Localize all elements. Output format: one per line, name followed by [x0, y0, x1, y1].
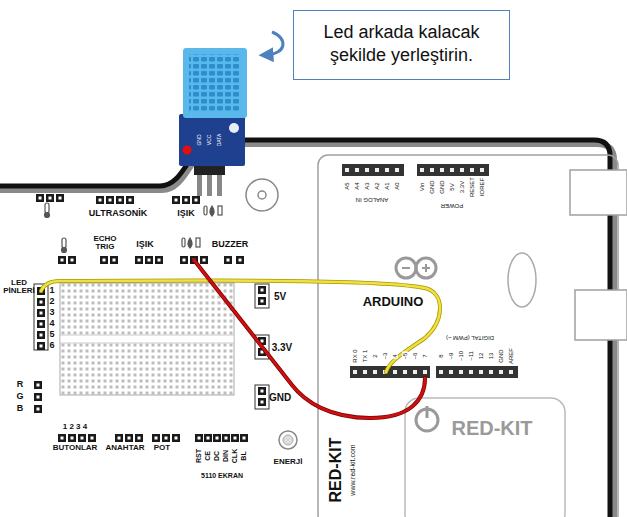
pin-label: 2	[372, 353, 378, 358]
power-label: 5V	[274, 292, 286, 303]
kit-board-parts	[34, 179, 297, 449]
yellow-wire	[41, 281, 440, 372]
callout-text: Led arkada kalacak şekilde yerleştirin.	[302, 21, 501, 68]
pin-label: DIN	[222, 450, 229, 462]
pin-label: IOREF	[479, 178, 485, 196]
pin-label: GND	[498, 348, 504, 363]
pin-label: G	[16, 392, 23, 401]
power-label: 3.3V	[272, 343, 293, 354]
pin-number: 6	[49, 341, 54, 350]
pin-label: BL	[240, 451, 247, 460]
pin-label: A1	[384, 182, 390, 189]
pin-label: DC	[213, 451, 220, 461]
connector-label: POT	[154, 444, 170, 452]
pin-label: 4	[392, 353, 398, 358]
pin-label: CE	[204, 451, 211, 461]
pin-label: CLK	[231, 449, 238, 463]
pin-label: RESET	[469, 177, 475, 197]
connector-label: ANAHTAR	[106, 444, 145, 452]
pin-label: GND	[439, 180, 445, 193]
connector-label: ULTRASONİK	[89, 209, 147, 218]
pin-number: 4	[49, 319, 54, 328]
led-label: ENERJİ	[274, 458, 303, 466]
pin-label: A4	[354, 182, 360, 189]
connector-label: IŞIK	[177, 209, 195, 218]
pin-label: ~5	[402, 352, 408, 361]
pin-label: GND	[429, 180, 435, 193]
pin-label: VCC	[207, 135, 212, 146]
pin-label: B	[17, 404, 24, 413]
pin-label: 13	[488, 352, 494, 361]
header-label: POWER	[441, 203, 464, 209]
pin-label: 12	[478, 352, 484, 361]
pin-number: 1	[49, 286, 54, 295]
power-label: GND	[269, 393, 291, 404]
pin-label: ~11	[468, 350, 474, 362]
connector-label: BUTONLAR	[53, 444, 98, 452]
connector-label: BUZZER	[212, 240, 249, 249]
header-label: DIGITAL (PWM ~)	[446, 335, 494, 341]
dht-sensor-module	[179, 48, 247, 196]
pin-number: 1 2 3 4	[63, 423, 87, 431]
pin-label: ~9	[448, 352, 454, 361]
pin-label: AREF	[508, 347, 514, 365]
pin-label: Vin	[419, 183, 425, 192]
pin-label: ~6	[412, 352, 418, 361]
board-edge	[0, 140, 614, 517]
brand-logo: RED-KIT	[328, 438, 345, 503]
pin-label: ~10	[458, 350, 464, 362]
pin-label: ~3	[382, 352, 388, 361]
pin-label: 3.3V	[459, 181, 465, 193]
brand-label: ARDUINO	[363, 295, 424, 309]
pin-label: 8	[438, 353, 444, 358]
header-label: ANALOG IN	[356, 197, 389, 203]
pin-label: R	[17, 380, 24, 389]
pin-number: 2	[49, 297, 54, 306]
pin-label: GND	[197, 134, 202, 145]
pin-label: 5V	[449, 183, 455, 190]
connector-label: 5110 EKRAN	[201, 472, 243, 479]
brand-logo: RED-KIT	[451, 418, 532, 439]
pin-label: TX 1	[362, 349, 368, 364]
connector-label: ECHO TRIG	[90, 235, 120, 252]
pin-number: 5	[49, 330, 54, 339]
arduino-board	[318, 155, 627, 517]
rotate-arrow	[266, 32, 283, 55]
pin-number: 3	[49, 308, 54, 317]
pin-label: DATA	[217, 134, 222, 147]
pin-label: 7	[422, 353, 428, 358]
web-address: www.red-kit.com	[349, 444, 356, 495]
connector-label: IŞIK	[136, 240, 154, 249]
red-wire	[194, 260, 425, 418]
pin-label: RST	[195, 449, 202, 463]
pin-label: A3	[364, 182, 370, 189]
callout-box: Led arkada kalacak şekilde yerleştirin.	[293, 10, 510, 80]
pin-label: A0	[394, 182, 400, 189]
pin-label: RX 0	[352, 348, 358, 363]
connector-label: LED PİNLERİ	[0, 279, 38, 296]
pin-label: A2	[374, 182, 380, 189]
pin-label: A5	[344, 182, 350, 189]
